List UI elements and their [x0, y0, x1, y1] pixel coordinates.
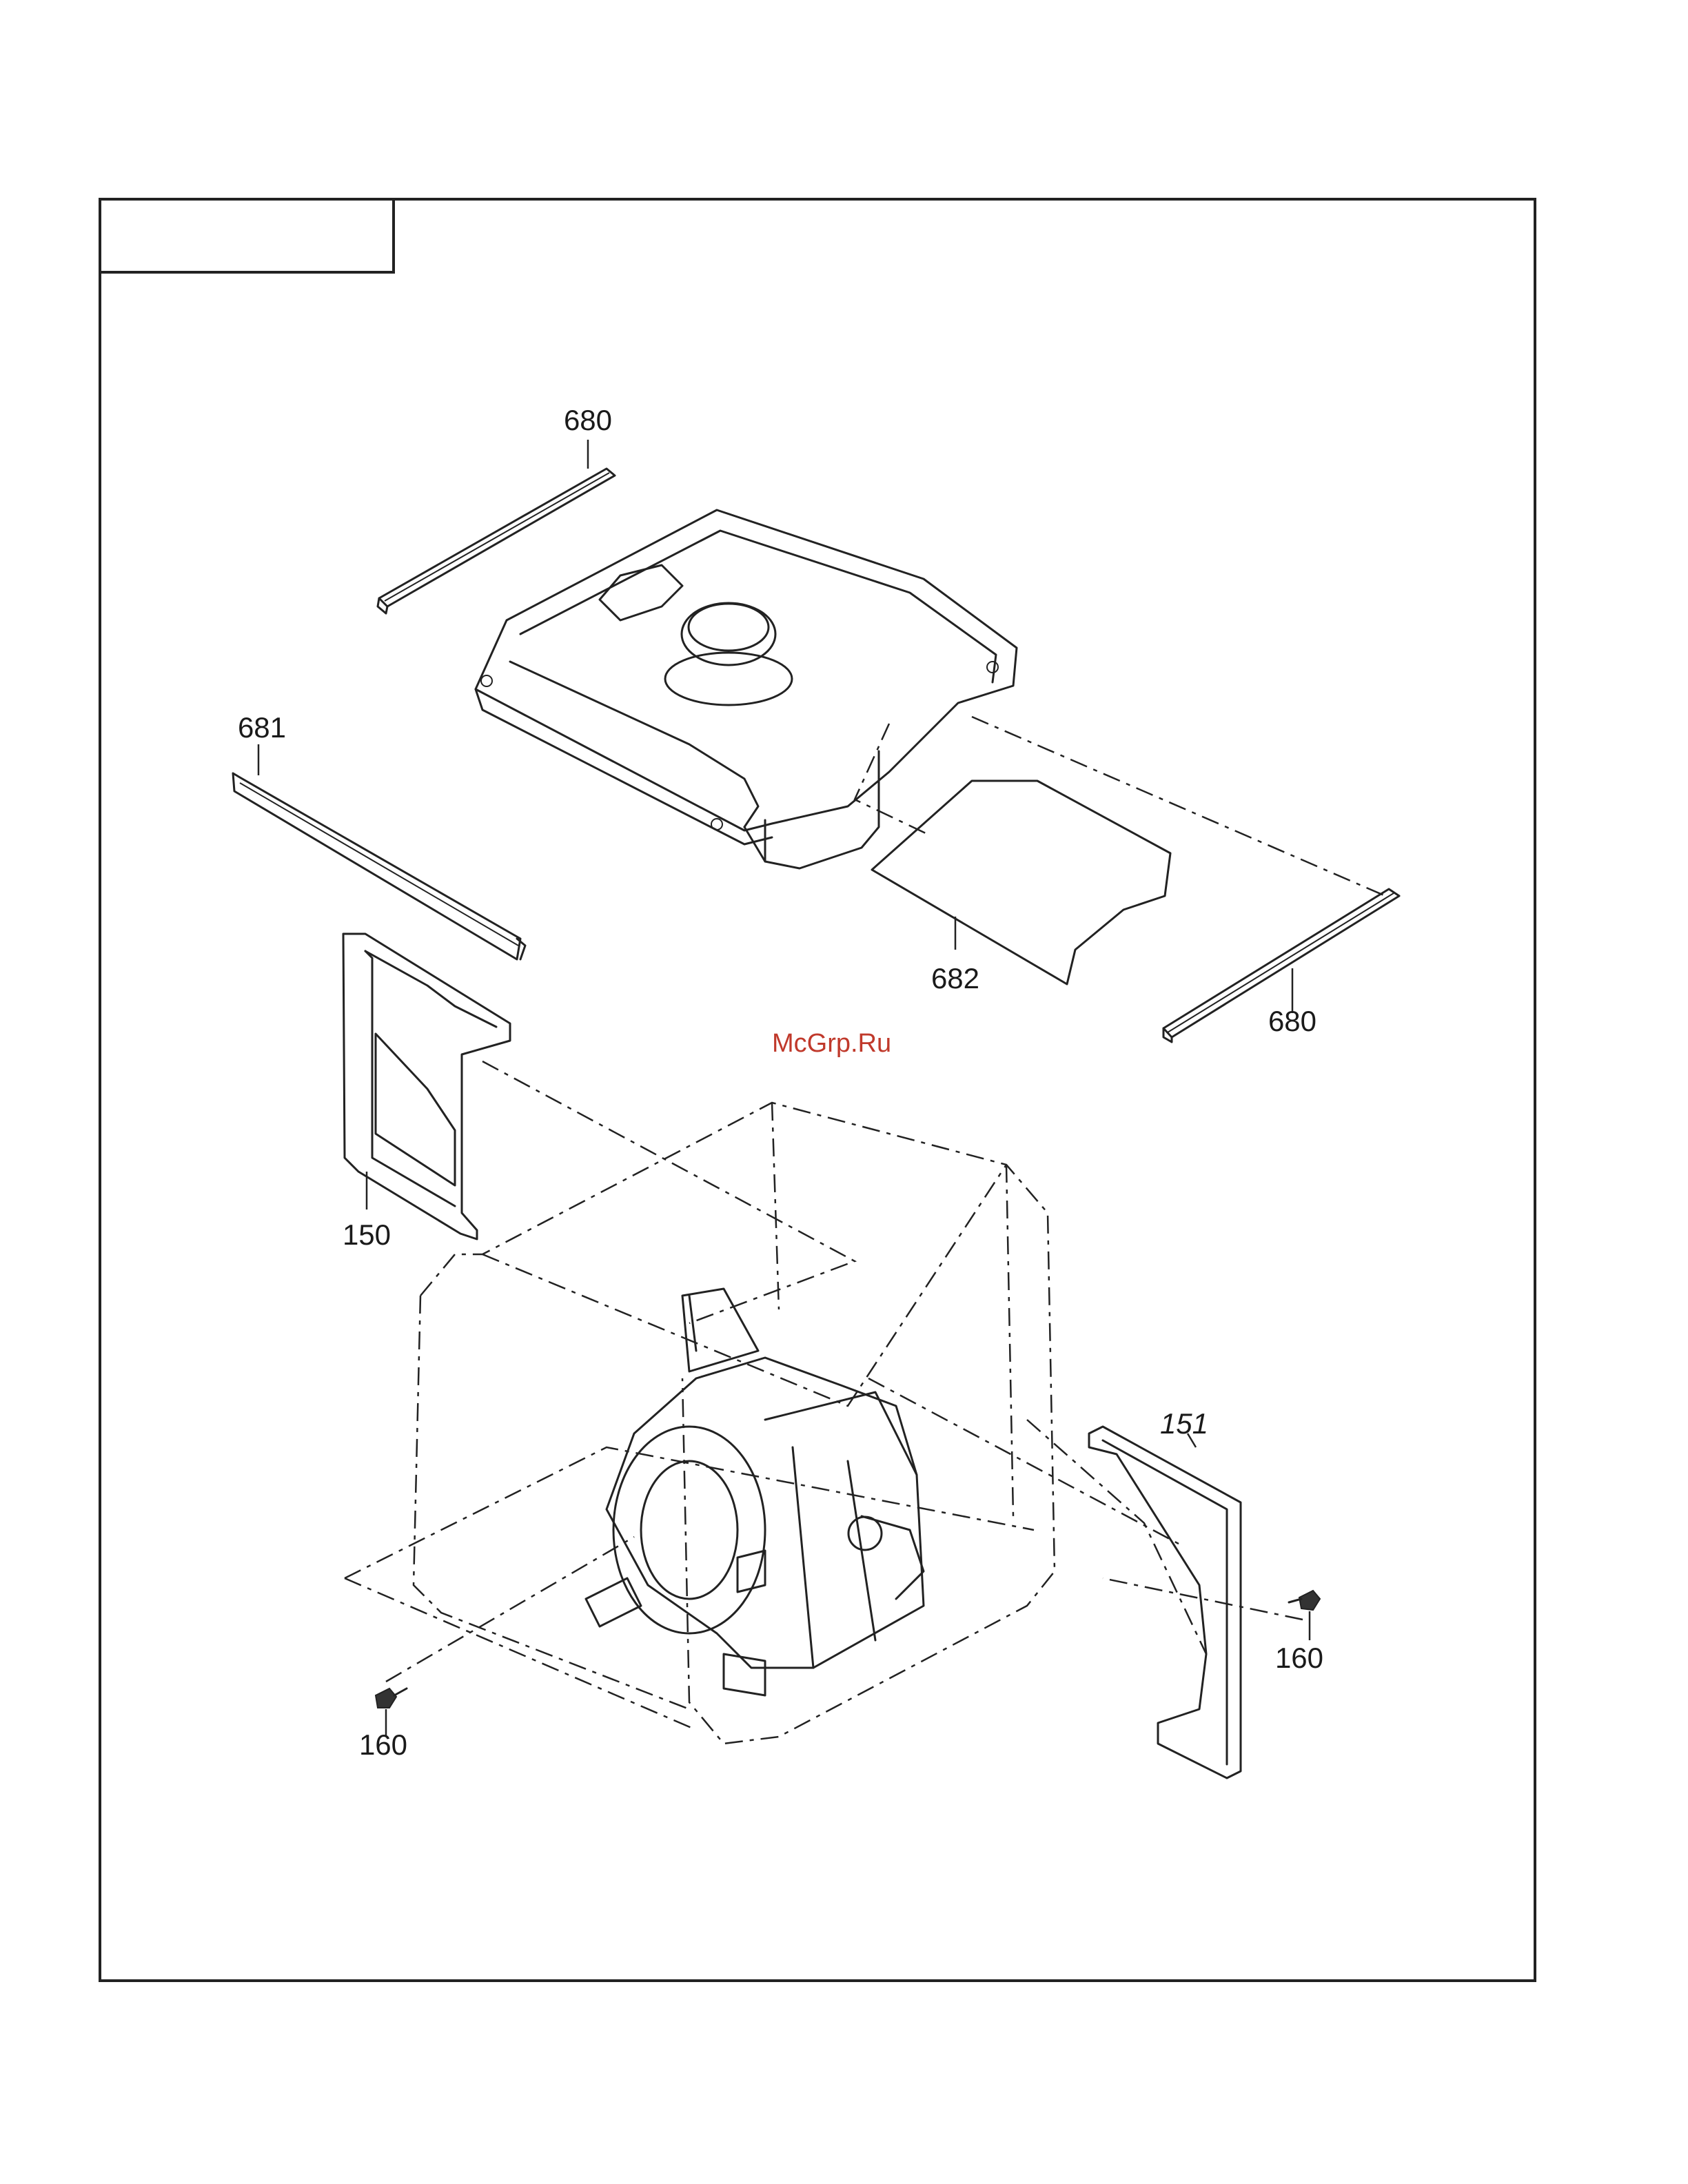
part-681-strip	[233, 773, 525, 959]
callout-680-right: 680	[1268, 1005, 1316, 1037]
watermark: McGrp.Ru	[772, 1029, 891, 1058]
callout-160-left: 160	[359, 1728, 407, 1761]
callout-160-right: 160	[1275, 1642, 1323, 1674]
callout-680-top: 680	[564, 404, 612, 436]
part-160-bolt-right	[1289, 1591, 1320, 1610]
callout-681: 681	[238, 711, 286, 744]
fuel-tank	[476, 510, 1017, 868]
part-680-top-strip	[378, 469, 615, 613]
callout-682: 682	[931, 962, 979, 994]
part-682-sheet	[872, 781, 1170, 984]
callout-151: 151	[1160, 1407, 1208, 1440]
callout-150: 150	[343, 1218, 391, 1251]
part-160-bolt-left	[376, 1688, 407, 1708]
part-150-side-panel	[343, 934, 510, 1239]
tubular-frame	[345, 717, 1385, 1744]
engine-generator-assembly	[586, 1289, 924, 1695]
